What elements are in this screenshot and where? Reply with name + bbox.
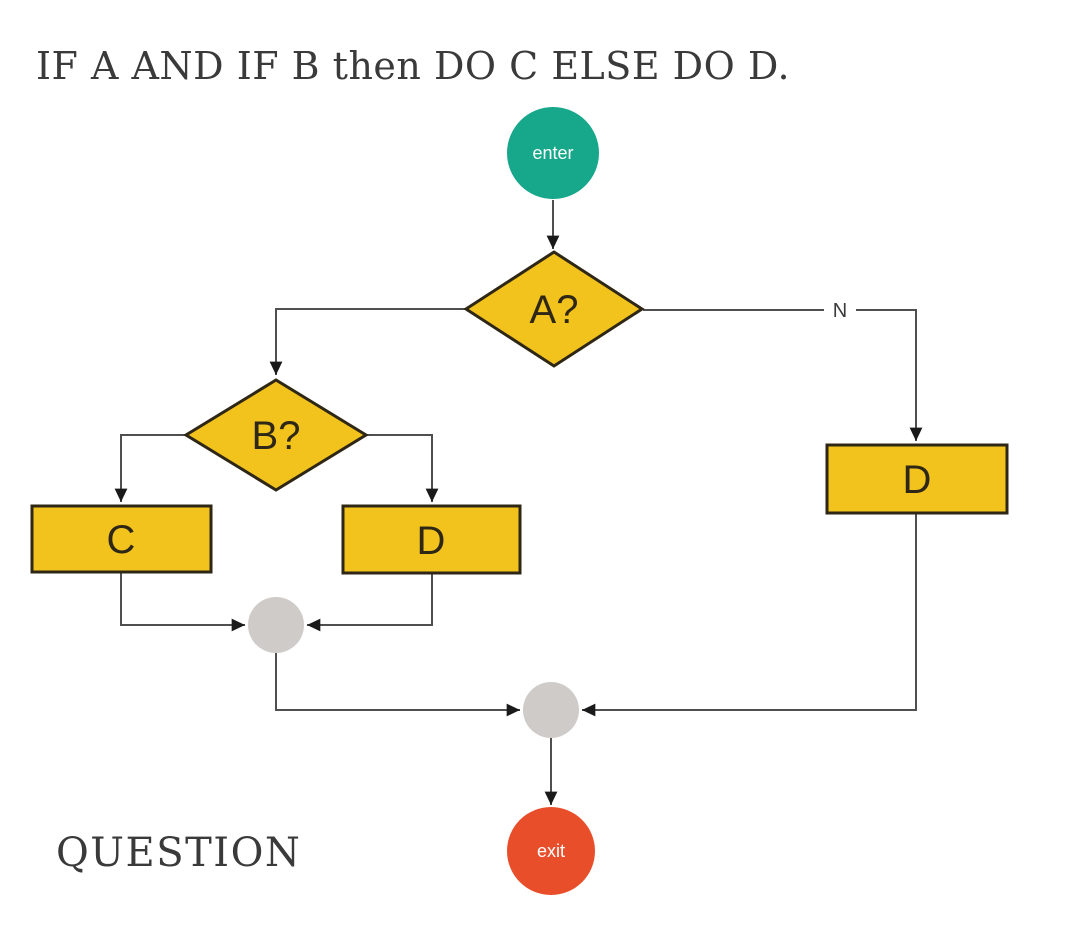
decision-b-label: B? xyxy=(252,414,301,458)
exit-node-label: exit xyxy=(537,841,565,861)
edge-a-to-d-right-segment-2 xyxy=(856,309,923,441)
question-label: QUESTION xyxy=(56,830,302,876)
edge-d-right-to-merge-2 xyxy=(582,514,917,717)
process-d-right-node xyxy=(825,443,1009,515)
exit-node xyxy=(507,807,595,895)
process-d-middle-label: D xyxy=(417,519,446,563)
edge-d-middle-to-merge-1 xyxy=(307,574,433,632)
process-d-right-label: D xyxy=(903,458,932,502)
enter-node-label: enter xyxy=(532,143,573,163)
decision-b-node xyxy=(183,378,369,492)
edge-a-to-b xyxy=(269,308,466,375)
page-title: IF A AND IF B then DO C ELSE DO D. xyxy=(36,44,791,88)
edge-c-to-merge-1 xyxy=(120,573,245,632)
edge-merge-1-to-merge-2 xyxy=(275,653,520,717)
edge-label-n: N xyxy=(833,300,847,322)
process-c-node xyxy=(30,504,213,574)
process-d-middle-node xyxy=(341,504,522,575)
edge-b-to-c xyxy=(114,434,186,502)
decision-a-node xyxy=(463,250,645,368)
enter-node xyxy=(507,107,599,199)
process-c-label: C xyxy=(107,518,136,562)
merge-node-1 xyxy=(248,597,304,653)
edge-b-to-d-middle xyxy=(366,434,439,502)
merge-node-2 xyxy=(523,682,579,738)
decision-a-label: A? xyxy=(530,288,579,332)
